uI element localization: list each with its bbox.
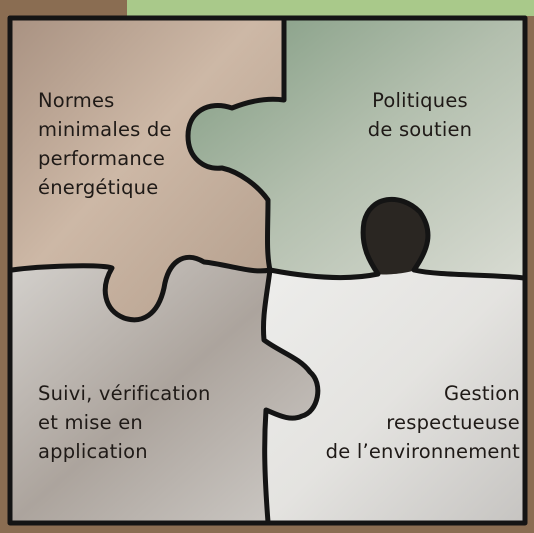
piece-top-left-fill [12, 19, 284, 320]
piece-label-top-left: Normes minimales de performance énergéti… [38, 89, 172, 199]
piece-bottom-left-fill [12, 257, 318, 522]
piece-label-bottom-left: Suivi, vérification et mise en applicati… [38, 382, 211, 463]
piece-top-right-fill [188, 19, 524, 278]
seam-vertical [185, 16, 321, 525]
piece-label-bottom-right: Gestion respectueuse de l’environnement [325, 382, 520, 463]
frame-green [127, 0, 534, 16]
piece-label-top-right: Politiques de soutien [367, 89, 473, 141]
piece-bottom-right-fill [263, 270, 524, 522]
